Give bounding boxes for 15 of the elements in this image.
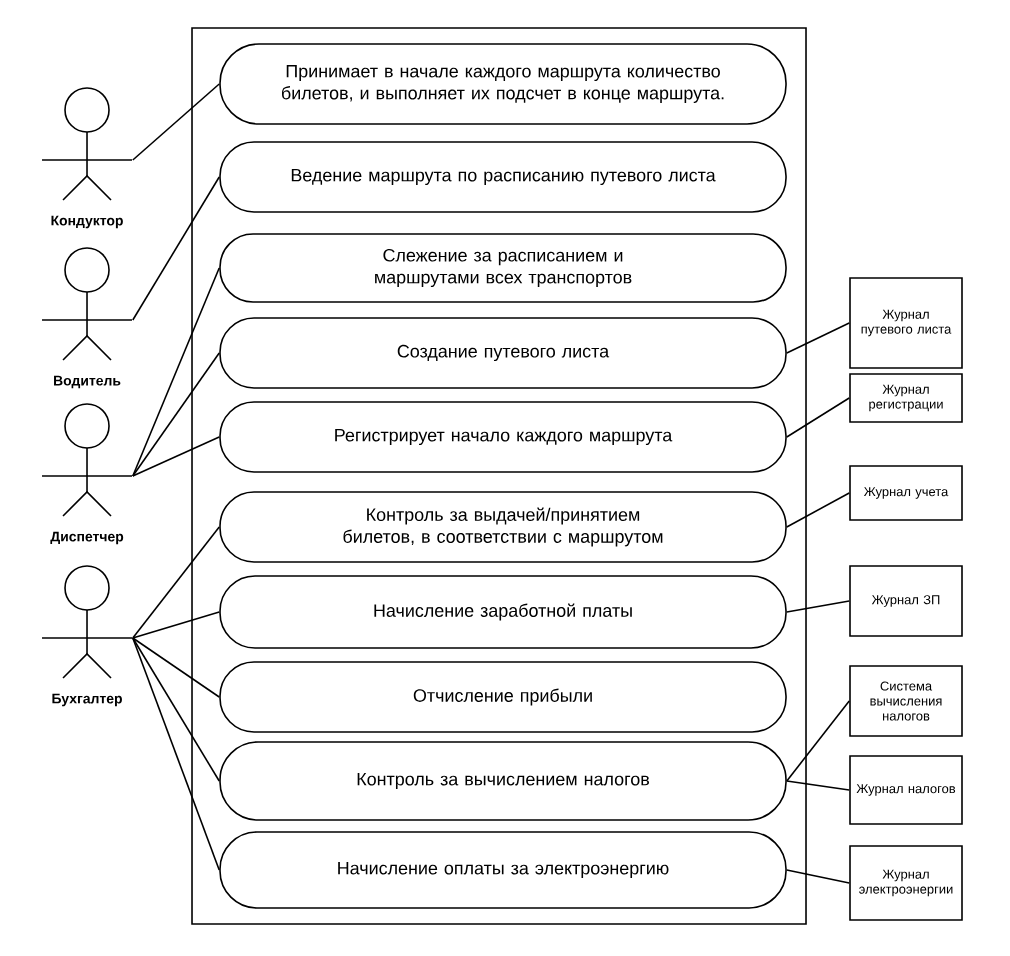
connector-line	[786, 600, 850, 613]
connector-line	[132, 352, 220, 477]
connector-line	[786, 322, 850, 354]
connector-line	[132, 637, 220, 698]
connector-line	[132, 526, 220, 639]
connector-line	[132, 611, 220, 639]
connector-line	[132, 637, 220, 782]
connector-line	[132, 83, 220, 161]
connector-line	[786, 700, 850, 782]
connector-line	[132, 436, 220, 477]
connector-line	[786, 492, 850, 528]
connector-line	[786, 869, 850, 884]
system-boundary	[191, 27, 807, 925]
connector-line	[786, 780, 850, 791]
connector-line	[786, 397, 850, 438]
